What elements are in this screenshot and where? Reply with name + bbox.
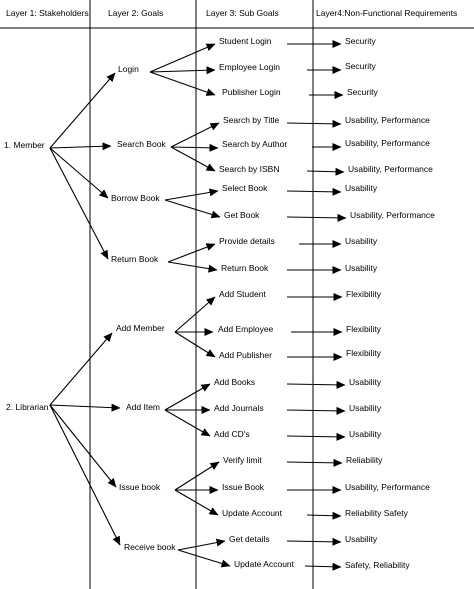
subgoal-update-account-receive: Update Account — [234, 559, 295, 569]
subgoal-provide-details: Provide details — [219, 236, 275, 246]
edge-nfr-select — [286, 187, 342, 196]
edge-issue-update — [174, 489, 219, 516]
nfr-issue-book: Usability, Performance — [345, 482, 430, 492]
goal-login: Login — [118, 64, 139, 74]
stakeholder-member: 1. Member — [4, 140, 45, 150]
nfr-publisher-login: Security — [347, 87, 378, 97]
nfr-student-login: Security — [345, 36, 376, 46]
nfr-select-book: Usability — [345, 183, 378, 193]
goal-add-item: Add Item — [126, 402, 160, 412]
edge-search-title — [170, 122, 220, 148]
edge-return-returnbook — [167, 261, 218, 273]
subgoal-add-publisher: Add Publisher — [219, 350, 272, 360]
subgoal-publisher-login: Publisher Login — [222, 87, 281, 97]
nfr-add-journals: Usability — [349, 403, 382, 413]
nfr-search-by-isbn: Usability, Performance — [348, 164, 433, 174]
edge-nfr-updatereceive — [304, 562, 342, 571]
goal-add-member: Add Member — [116, 323, 165, 333]
subgoal-verify-limit: Verify limit — [223, 455, 262, 465]
nfr-get-details: Usability — [345, 534, 378, 544]
edge-nfr-isbn — [306, 167, 345, 176]
nfr-add-cds: Usability — [349, 429, 382, 439]
subgoal-search-by-title: Search by Title — [223, 115, 279, 125]
subgoal-get-book: Get Book — [224, 210, 260, 220]
nfr-search-by-author: Usability, Performance — [345, 138, 430, 148]
goal-issue-book: Issue book — [119, 482, 161, 492]
edge-borrow-select — [164, 188, 219, 201]
edge-nfr-getdetails — [286, 537, 342, 546]
edge-search-author — [170, 143, 219, 152]
edge-librarian-receive — [49, 404, 121, 546]
edge-member-search — [49, 142, 112, 151]
header-layer1: Layer 1: Stakeholders — [6, 8, 89, 18]
connector-arrows — [49, 40, 347, 571]
subgoal-issue-book: Issue Book — [222, 482, 265, 492]
subgoal-add-employee: Add Employee — [218, 324, 274, 334]
edge-member-login — [49, 72, 116, 149]
subgoal-search-by-author: Search by Author — [222, 139, 287, 149]
edge-additem-cds — [164, 409, 211, 437]
edge-nfr-get — [286, 213, 347, 222]
edge-librarian-addmember — [49, 332, 113, 406]
edge-librarian-issue — [49, 404, 117, 488]
edge-member-return — [49, 147, 109, 260]
subgoal-student-login: Student Login — [219, 36, 272, 46]
nfr-update-account-issue: Reliability Safety — [345, 508, 409, 518]
subgoal-add-cds: Add CD's — [214, 429, 250, 439]
edge-return-provide — [167, 243, 216, 263]
edge-addmember-student — [174, 296, 216, 333]
edge-librarian-additem — [49, 403, 121, 412]
subgoal-select-book: Select Book — [222, 183, 268, 193]
header-layer3: Layer 3: Sub Goals — [206, 8, 279, 18]
header-layer4: Layer4:Non-Functional Requirements — [316, 8, 457, 18]
edge-login-student — [149, 43, 216, 73]
edge-issue-verify — [174, 461, 220, 491]
edge-nfr-addjournals — [286, 406, 346, 415]
edge-nfr-updateissue — [306, 511, 342, 520]
edge-receive-getdetails — [177, 538, 226, 551]
edge-login-publisher — [149, 71, 216, 96]
goal-return-book: Return Book — [111, 254, 159, 264]
subgoal-add-student: Add Student — [219, 289, 266, 299]
stakeholder-librarian: 2. Librarian — [6, 402, 49, 412]
nfr-add-books: Usability — [349, 377, 382, 387]
nfr-add-publisher: Flexibility — [346, 348, 382, 358]
goal-search-book: Search Book — [117, 139, 166, 149]
edge-member-borrow — [49, 147, 109, 199]
goal-borrow-book: Borrow Book — [111, 193, 160, 203]
nfr-add-employee: Flexibility — [346, 324, 382, 334]
nfr-return-book: Usability — [345, 263, 378, 273]
subgoal-get-details: Get details — [229, 534, 270, 544]
nfr-provide-details: Usability — [345, 236, 378, 246]
subgoal-add-books: Add Books — [214, 377, 255, 387]
edge-login-employee — [149, 66, 216, 75]
edge-nfr-title — [286, 119, 342, 128]
subgoal-return-book: Return Book — [221, 263, 269, 273]
nfr-get-book: Usability, Performance — [350, 210, 435, 220]
edge-nfr-verify — [286, 458, 343, 467]
edge-search-isbn — [170, 146, 216, 172]
nfr-add-student: Flexibility — [346, 289, 382, 299]
edge-addmember-publisher — [174, 331, 216, 358]
edge-receive-update — [177, 549, 231, 568]
subgoal-update-account-issue: Update Account — [222, 508, 283, 518]
nfr-update-account-receive: Safety, Reliability — [345, 560, 410, 570]
edge-nfr-addbooks — [286, 380, 346, 389]
goal-receive-book: Receive book — [124, 542, 176, 552]
subgoal-search-by-isbn: Search by ISBN — [219, 164, 279, 174]
subgoal-employee-login: Employee Login — [219, 62, 280, 72]
edge-additem-books — [164, 383, 211, 411]
edge-nfr-addcds — [286, 432, 346, 441]
edge-borrow-get — [164, 199, 221, 219]
nfr-search-by-title: Usability, Performance — [345, 115, 430, 125]
nfr-employee-login: Security — [345, 61, 376, 71]
nfr-verify-limit: Reliability — [346, 455, 383, 465]
subgoal-add-journals: Add Journals — [214, 403, 264, 413]
header-layer2: Layer 2: Goals — [108, 8, 163, 18]
